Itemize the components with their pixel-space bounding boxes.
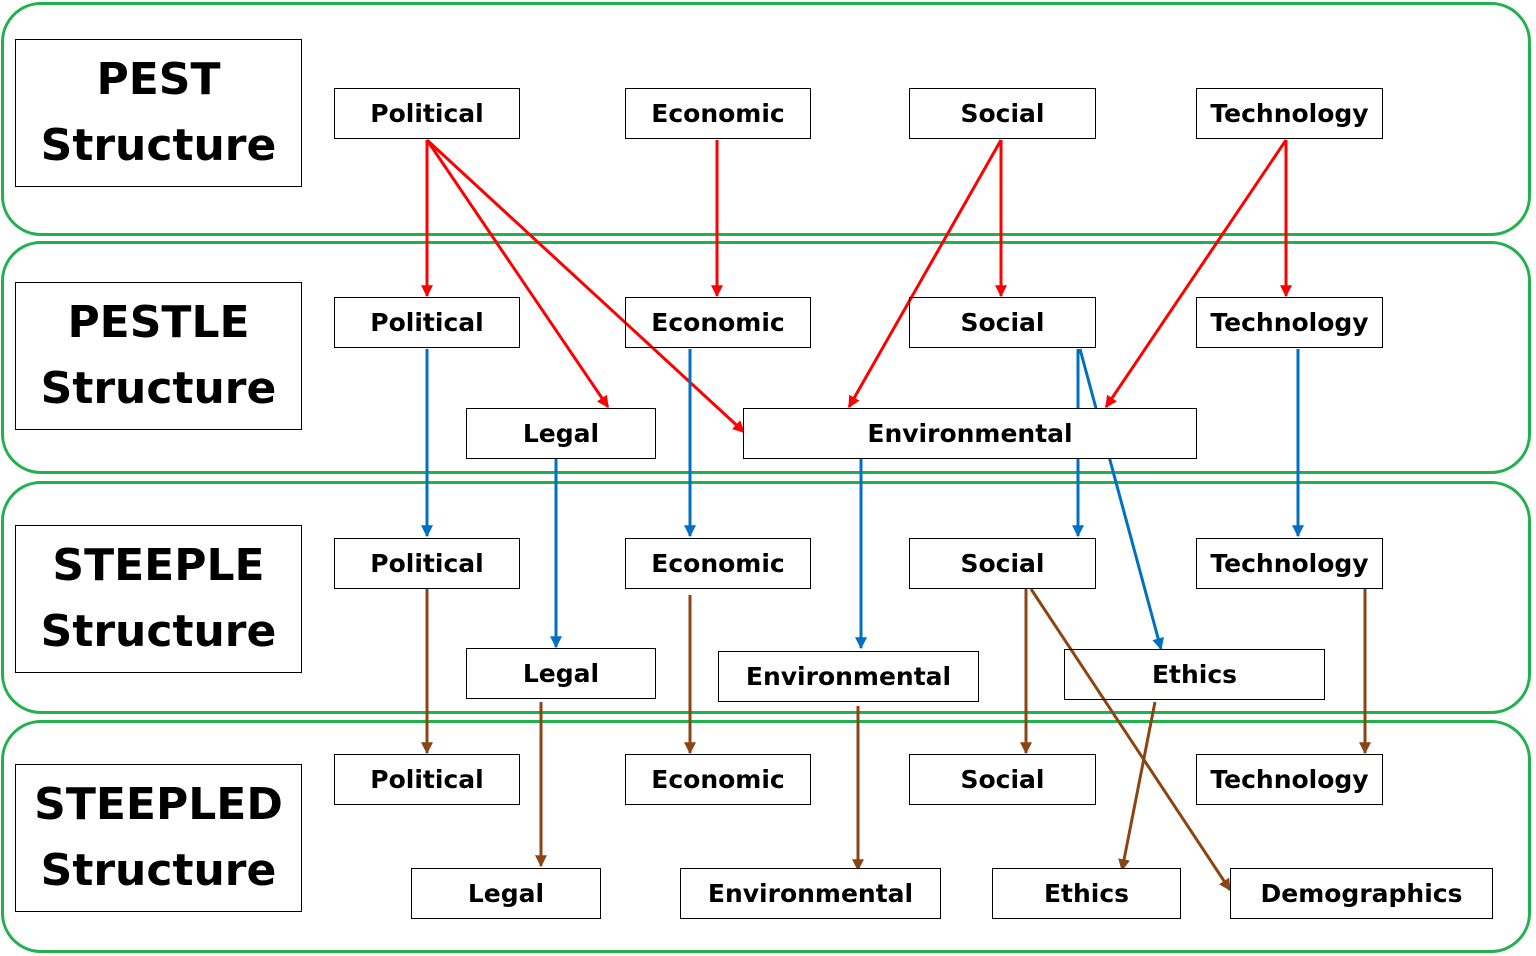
pest-technology-box: Technology [1196,88,1383,139]
pestle-technology-box: Technology [1196,297,1383,348]
pest-economic-box: Economic [625,88,811,139]
steeple-title: STEEPLE Structure [15,525,302,673]
steeple-political-box: Political [334,538,520,589]
steeple-title-line1: STEEPLE [52,540,265,591]
steeple-title-line2: Structure [40,606,277,657]
pest-title: PEST Structure [15,39,302,187]
pestle-political-box: Political [334,297,520,348]
pest-social-box: Social [909,88,1096,139]
pestle-social-box: Social [909,297,1096,348]
steepled-title-line2: Structure [40,845,277,896]
pestle-environmental-box: Environmental [743,408,1197,459]
pestle-title: PESTLE Structure [15,282,302,430]
pest-title-line1: PEST [96,54,221,105]
steepled-legal-box: Legal [411,868,601,919]
steeple-technology-box: Technology [1196,538,1383,589]
pestle-title-line2: Structure [40,363,277,414]
steepled-social-box: Social [909,754,1096,805]
steeple-social-box: Social [909,538,1096,589]
steepled-technology-box: Technology [1196,754,1383,805]
steeple-environmental-box: Environmental [718,651,979,702]
pest-title-line2: Structure [40,120,277,171]
steepled-title-line1: STEEPLED [34,779,283,830]
steepled-demographics-box: Demographics [1230,868,1493,919]
steeple-legal-box: Legal [466,648,656,699]
pest-political-box: Political [334,88,520,139]
pestle-title-line1: PESTLE [67,297,250,348]
steepled-environmental-box: Environmental [680,868,941,919]
pestle-economic-box: Economic [625,297,811,348]
steepled-ethics-box: Ethics [992,868,1181,919]
steepled-title: STEEPLED Structure [15,764,302,912]
steepled-political-box: Political [334,754,520,805]
steepled-economic-box: Economic [625,754,811,805]
steeple-economic-box: Economic [625,538,811,589]
steeple-ethics-box: Ethics [1064,649,1325,700]
pestle-legal-box: Legal [466,408,656,459]
